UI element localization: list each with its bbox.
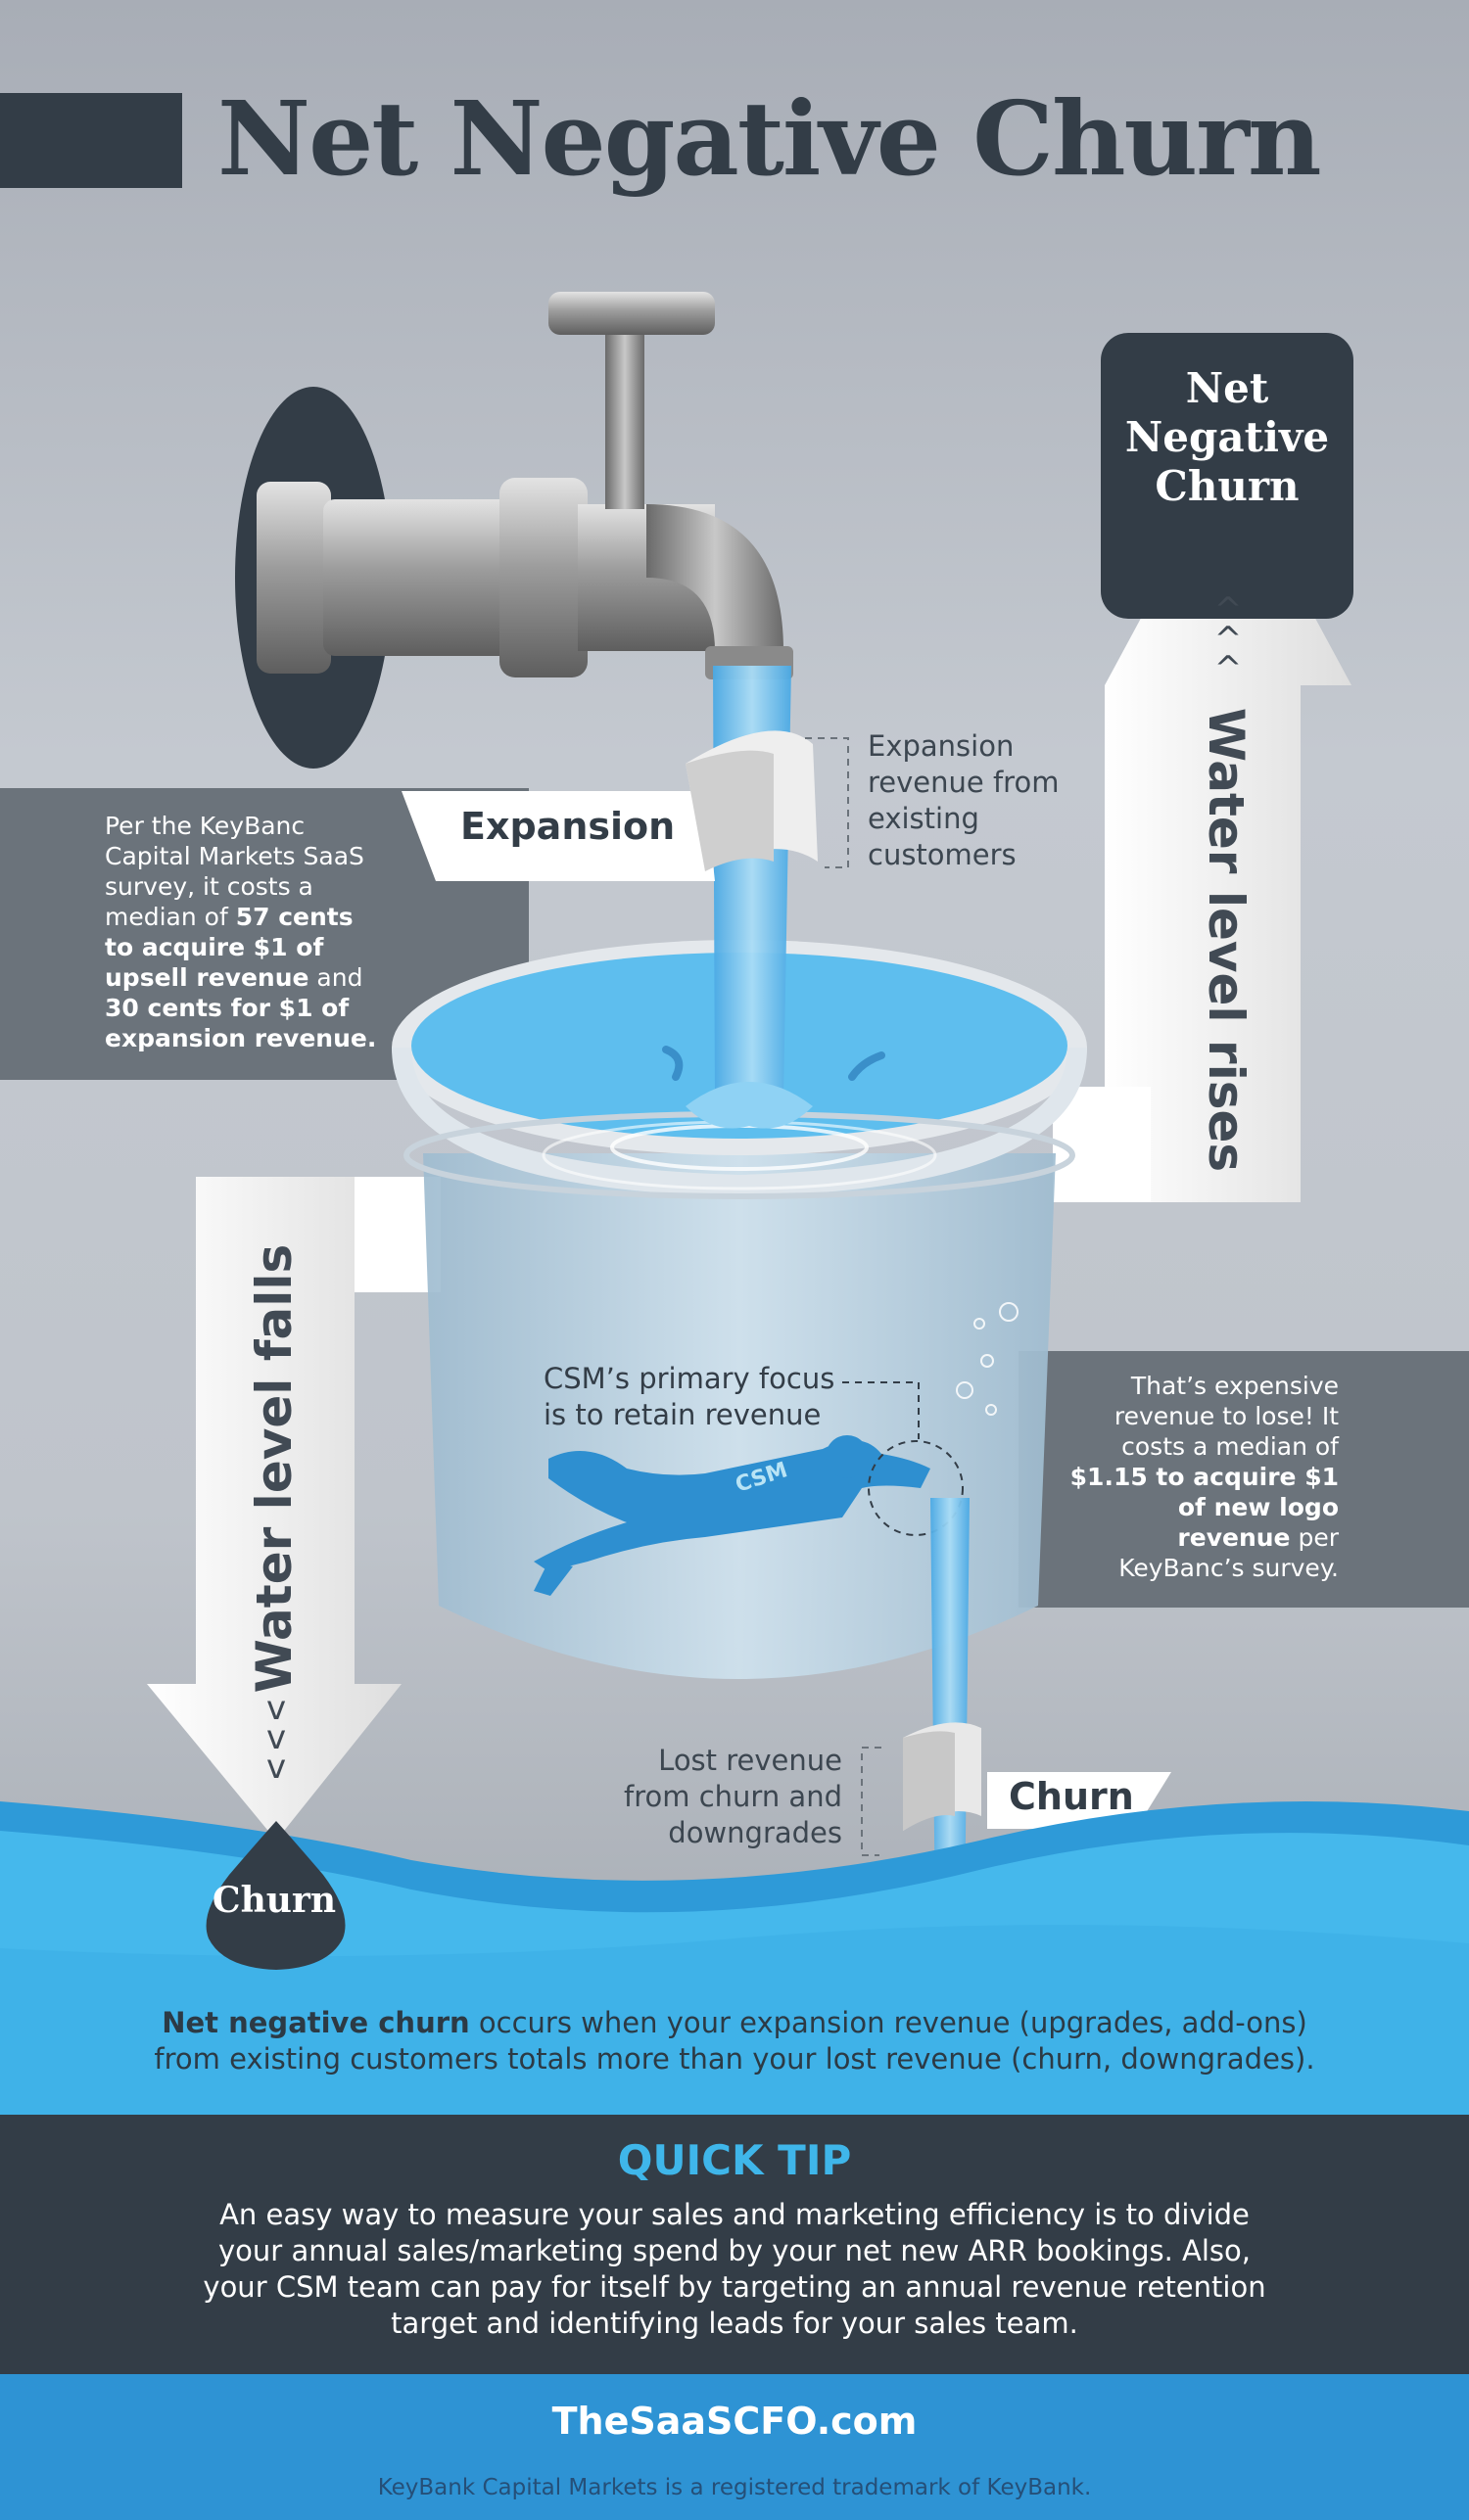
net-negative-churn-box — [1101, 333, 1353, 619]
csm-diver — [534, 1435, 930, 1596]
faucet — [235, 292, 793, 769]
keybanc-new-logo-cost-text: That’s expensive revenue to lose! It cos… — [1069, 1372, 1339, 1582]
churn-drop — [206, 1821, 346, 1970]
trademark-notice: KeyBank Capital Markets is a registered … — [377, 2475, 1092, 2500]
bubbles — [956, 1302, 1019, 1416]
keybanc-upsell-cost-text: Per the KeyBanc Capital Markets SaaS sur… — [105, 812, 377, 1052]
expansion-leader-line — [805, 737, 849, 868]
csm-highlight-circle — [868, 1440, 964, 1536]
footer-band — [0, 2374, 1469, 2520]
page-title: Net Negative Churn — [217, 78, 1322, 199]
net-negative-churn-definition: Net negative churn occurs when your expa… — [154, 2006, 1315, 2076]
right-info-panel — [1019, 1351, 1469, 1608]
net-negative-churn-box-label: Net Negative Churn — [1124, 364, 1330, 510]
expansion-ribbon — [402, 730, 818, 881]
water-falls-arrow — [147, 1177, 441, 1841]
churn-tag: Churn — [1009, 1775, 1134, 1818]
expansion-tag: Expansion — [460, 805, 676, 848]
water-area — [0, 1801, 1469, 2115]
lost-revenue-note: Lost revenue from churn and downgrades — [624, 1744, 842, 1849]
churn-drop-label: Churn — [212, 1880, 337, 1921]
churn-ribbon — [903, 1722, 1171, 1831]
water-rises-arrow — [1053, 537, 1351, 1202]
website-link[interactable]: TheSaaSCFO.com — [551, 2400, 918, 2443]
csm-focus-note: CSM’s primary focus is to retain revenue — [544, 1362, 835, 1431]
chevrons-up-icon: ^^^ — [1213, 590, 1243, 688]
water-level-falls-label: Water level falls — [246, 1243, 303, 1694]
title-bar — [0, 93, 182, 188]
quick-tip-heading: QUICK TIP — [617, 2136, 852, 2184]
expansion-note: Expansion revenue from existing customer… — [868, 729, 1060, 871]
quick-tip-body: An easy way to measure your sales and ma… — [203, 2198, 1266, 2340]
quick-tip-band — [0, 2115, 1469, 2374]
csm-leader-line — [842, 1381, 920, 1439]
water-level-rises-label: Water level rises — [1198, 707, 1255, 1173]
